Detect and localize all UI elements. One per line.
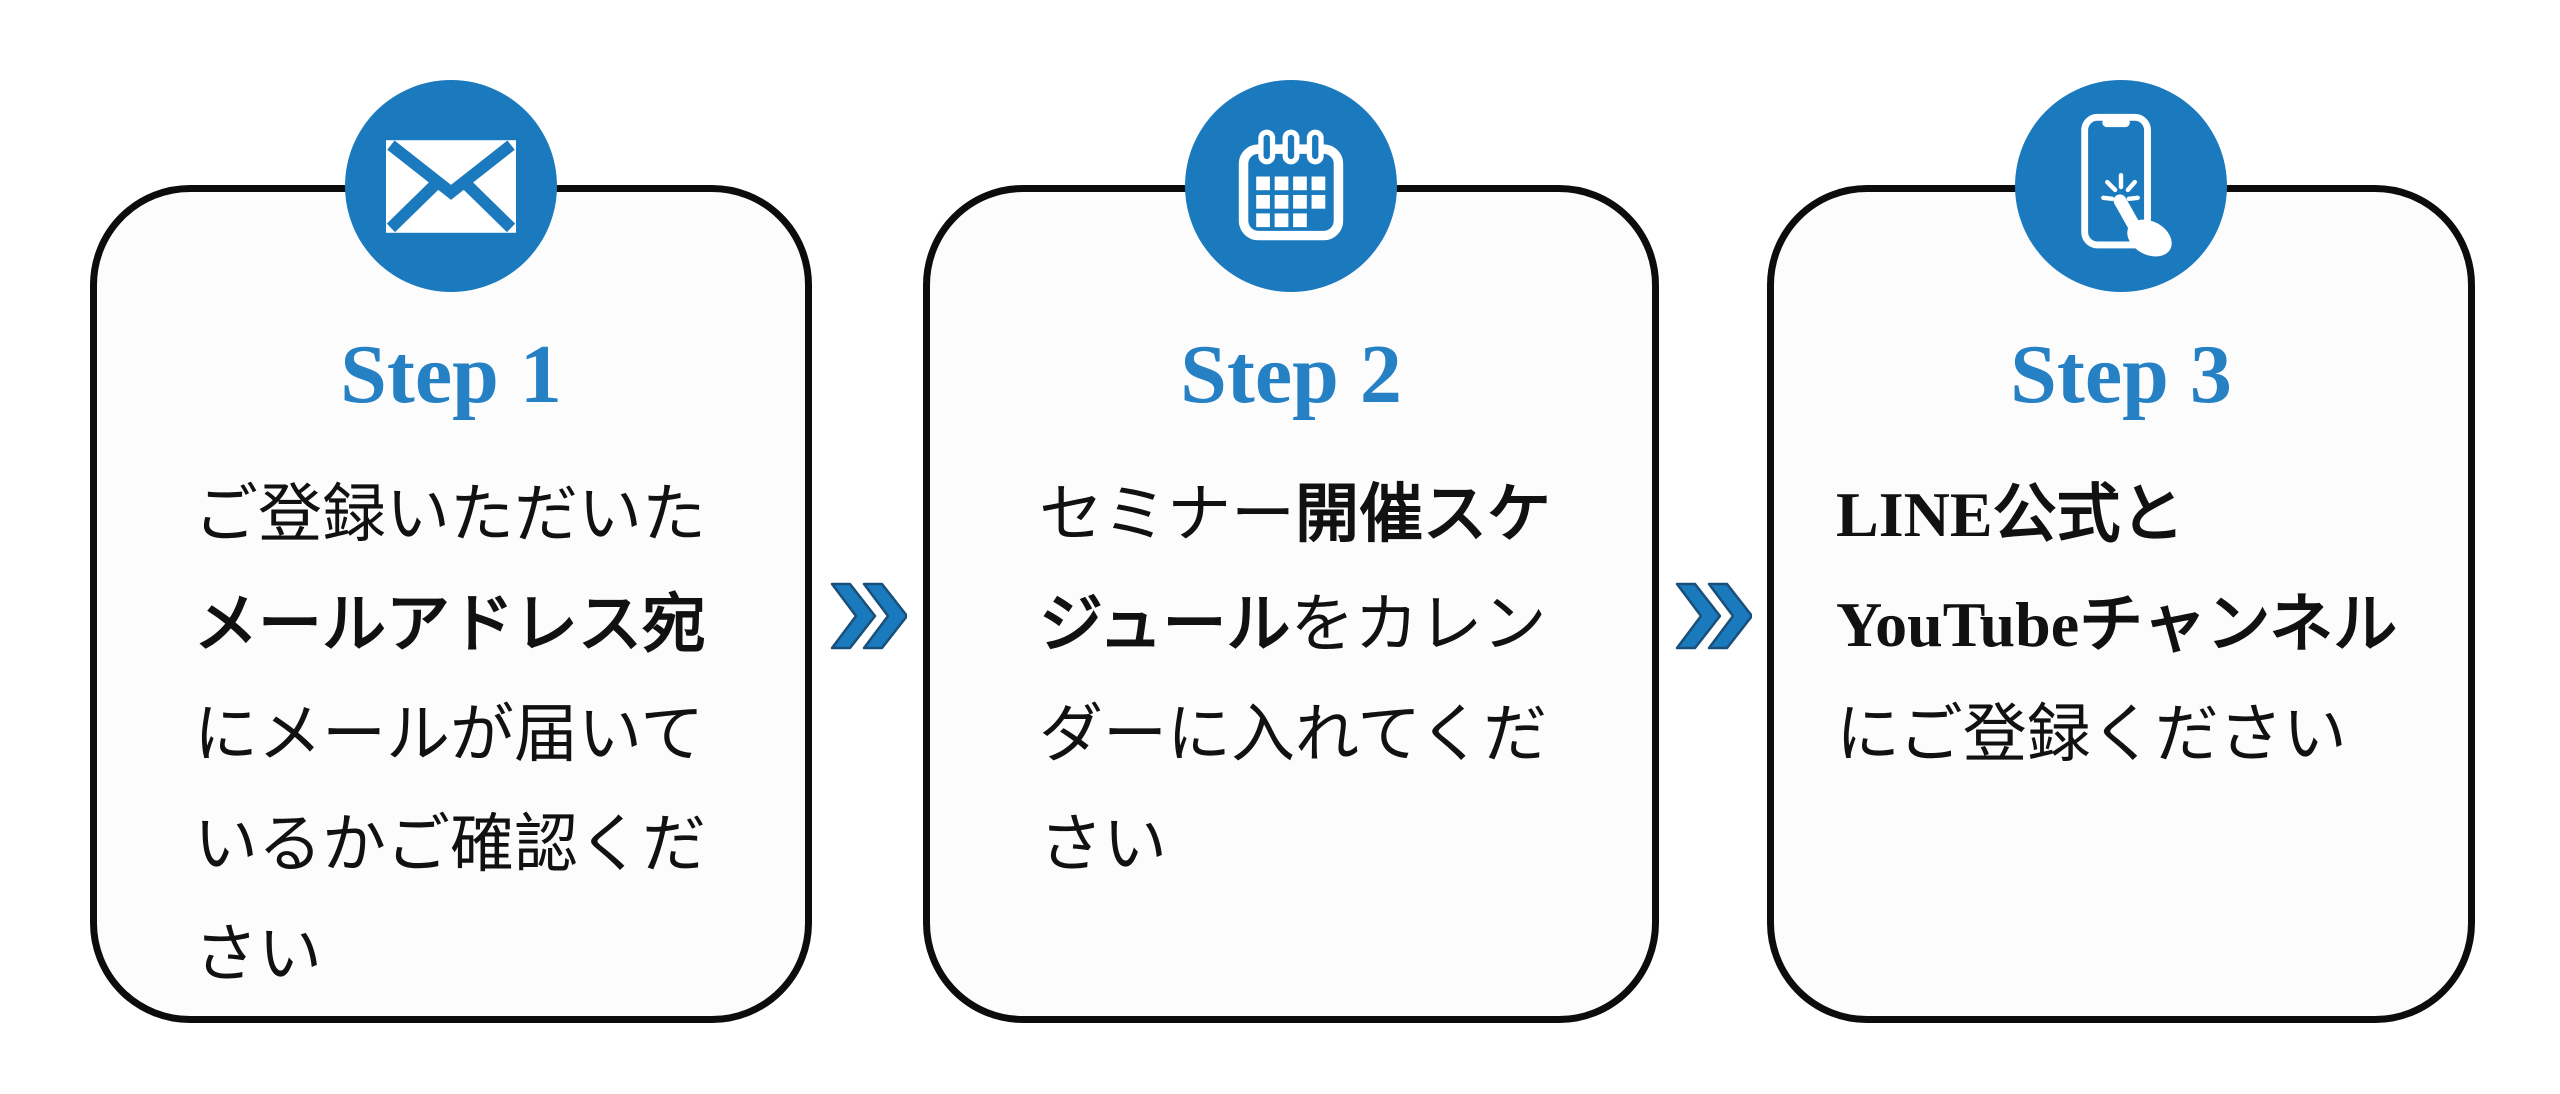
- smartphone-tap-icon: [2081, 113, 2172, 257]
- body-text-line: いるかご確認くだ: [194, 809, 706, 880]
- body-text-line: さい: [194, 919, 322, 990]
- steps-flow: Step 1 ご登録いただいたメールアドレス宛にメールが届いているかご確認くださ…: [90, 80, 2475, 1023]
- body-text-line: ジュールをカレン: [1039, 589, 1547, 660]
- body-text-line: ご登録いただいた: [194, 479, 706, 550]
- body-text-line: さい: [1039, 809, 1167, 880]
- body-text-line: にご登録ください: [1836, 699, 2347, 770]
- body-text-line: セミナー開催スケ: [1039, 479, 1551, 550]
- body-text-line: YouTubeチャンネル: [1836, 589, 2398, 660]
- calendar-icon: [1238, 129, 1344, 241]
- body-text-line: にメールが届いて: [194, 699, 705, 770]
- step-3-heading: Step 3: [2010, 328, 2232, 421]
- double-chevron-right-icon: [830, 582, 907, 650]
- step-card-3: Step 3 LINE公式と YouTubeチャンネルにご登録ください: [1767, 80, 2475, 1023]
- envelope-icon: [386, 139, 516, 233]
- arrow-step1-step2: [812, 578, 923, 654]
- step-3-icon-badge: [2015, 80, 2227, 292]
- step-2-description: セミナー開催スケジュールをカレンダーに入れてください: [930, 460, 1652, 900]
- step-2-icon-badge: [1185, 80, 1397, 292]
- step-3-description: LINE公式と YouTubeチャンネルにご登録ください: [1774, 460, 2468, 790]
- step-card-1: Step 1 ご登録いただいたメールアドレス宛にメールが届いているかご確認くださ…: [90, 80, 812, 1023]
- step-2-heading: Step 2: [1180, 328, 1402, 421]
- body-text-line: ダーに入れてくだ: [1039, 699, 1548, 770]
- step-card-2: Step 2 セミナー開催スケジュールをカレンダーに入れてください: [923, 80, 1659, 1023]
- double-chevron-right-icon: [1675, 582, 1752, 650]
- step-1-description: ご登録いただいたメールアドレス宛にメールが届いているかご確認ください: [97, 460, 805, 1010]
- body-text-line: LINE公式と: [1836, 479, 2185, 550]
- step-1-icon-badge: [345, 80, 557, 292]
- arrow-step2-step3: [1659, 578, 1767, 654]
- body-text-line: メールアドレス宛: [194, 589, 706, 660]
- step-1-heading: Step 1: [340, 328, 562, 421]
